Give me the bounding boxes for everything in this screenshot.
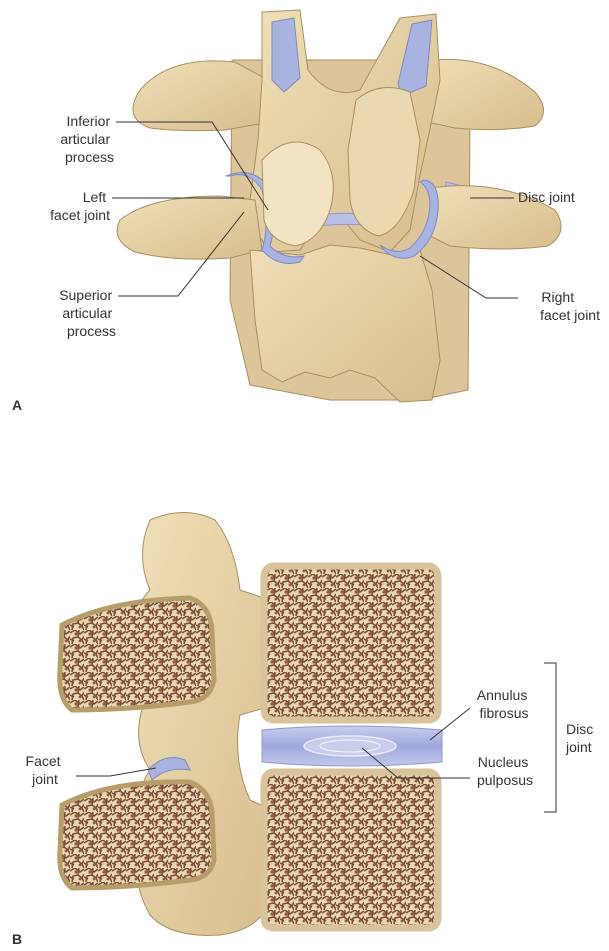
label-right-facet-joint: Right facet joint: [540, 289, 600, 323]
lower-pedicle-section: [60, 782, 214, 888]
label-nucleus-pulposus: Nucleus pulposus: [477, 754, 533, 788]
lower-vertebral-body-section: [264, 772, 438, 928]
nucleus-pulposus-shape: [304, 736, 396, 756]
panel-letter-a: A: [12, 397, 22, 413]
label-superior-articular-process: Superior articular process: [59, 287, 116, 339]
leader-facet-joint: [76, 768, 156, 776]
panel-a: [117, 10, 561, 402]
lower-left-transverse-process: [117, 196, 262, 259]
label-facet-joint: Facet joint: [26, 753, 65, 787]
label-annulus-fibrosus: Annulus fibrosus: [477, 687, 531, 721]
label-disc-joint-b: Disc joint: [565, 721, 597, 755]
panel-b: [60, 513, 442, 936]
disc-joint-bracket: [544, 663, 556, 812]
label-inferior-articular-process: Inferior articular process: [60, 113, 114, 165]
label-disc-joint-a: Disc joint: [518, 189, 575, 205]
upper-vertebral-body-section: [264, 566, 438, 720]
label-left-facet-joint: Left facet joint: [50, 189, 110, 223]
panel-letter-b: B: [12, 931, 22, 947]
upper-left-transverse-process: [133, 61, 270, 131]
upper-pedicle-section: [60, 598, 214, 710]
